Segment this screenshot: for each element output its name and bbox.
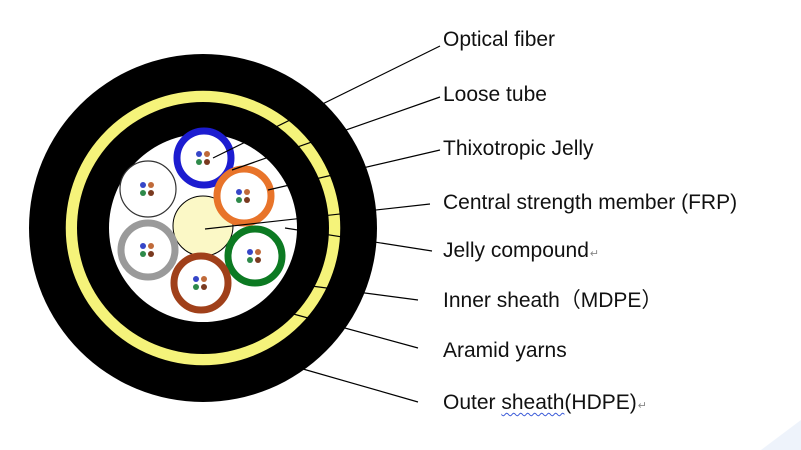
optical-fiber-dot: [247, 257, 253, 263]
optical-fiber-dot: [148, 251, 154, 257]
optical-fiber-dot: [247, 249, 253, 255]
optical-fiber-dot: [140, 190, 146, 196]
optical-fibers: [140, 151, 261, 290]
leader-central-strength-member: [204, 203, 431, 230]
optical-fiber-dot: [244, 197, 250, 203]
label-optical-fiber: Optical fiber: [443, 28, 556, 51]
optical-fiber-dot: [196, 159, 202, 165]
optical-fiber-dot: [140, 243, 146, 249]
spellcheck-underline-word: sheath: [501, 391, 565, 414]
leader-jelly-compound: [284, 227, 433, 252]
leader-thixotropic-jelly: [267, 149, 441, 191]
loose-tube-orange: [213, 165, 275, 227]
optical-fiber-dot: [204, 159, 210, 165]
leader-outer-sheath: [295, 366, 419, 403]
optical-fiber-dot: [236, 197, 242, 203]
optical-fiber-dot: [201, 284, 207, 290]
optical-fiber-dot: [193, 284, 199, 290]
optical-fiber-dot: [193, 276, 199, 282]
label-outer-sheath-part1: Outer: [443, 391, 502, 414]
paragraph-mark: ↵: [637, 400, 647, 412]
optical-fiber-dot: [204, 151, 210, 157]
leader-optical-fiber: [212, 45, 441, 159]
optical-fiber-dot: [148, 182, 154, 188]
label-thixotropic-jelly: Thixotropic Jelly: [443, 137, 594, 160]
leader-lines: [204, 45, 441, 403]
loose-tube-blue: [173, 127, 235, 189]
optical-fiber-dot: [244, 189, 250, 195]
leader-inner-sheath: [295, 283, 419, 301]
label-inner-sheath: Inner sheath（MDPE）: [443, 289, 663, 312]
optical-fiber-dot: [236, 189, 242, 195]
loose-tube-white: [119, 160, 177, 218]
optical-fiber-dot: [201, 276, 207, 282]
optical-fiber-dot: [196, 151, 202, 157]
loose-tube-brown: [170, 252, 232, 314]
label-loose-tube: Loose tube: [443, 83, 547, 106]
optical-fiber-dot: [148, 243, 154, 249]
corner-decoration: [761, 420, 801, 450]
optical-fiber-dot: [148, 190, 154, 196]
optical-fiber-dot: [140, 182, 146, 188]
loose-tube-gray: [117, 219, 179, 281]
label-outer-sheath: Outer sheath(HDPE)↵: [443, 390, 647, 419]
leader-aramid-yarns: [285, 311, 419, 349]
leader-loose-tube: [231, 96, 441, 171]
label-outer-sheath-part2: (HDPE): [564, 391, 637, 414]
loose-tube-green: [224, 225, 286, 287]
paragraph-mark: ↵: [589, 248, 600, 260]
optical-fiber-dot: [255, 249, 261, 255]
optical-fiber-dot: [255, 257, 261, 263]
label-central-strength-member: Central strength member (FRP): [443, 191, 738, 214]
label-jelly-compound-text: Jelly compound: [443, 239, 589, 262]
label-aramid-yarns: Aramid yarns: [443, 339, 567, 362]
optical-fiber-dot: [140, 251, 146, 257]
label-jelly-compound: Jelly compound↵: [443, 238, 599, 267]
